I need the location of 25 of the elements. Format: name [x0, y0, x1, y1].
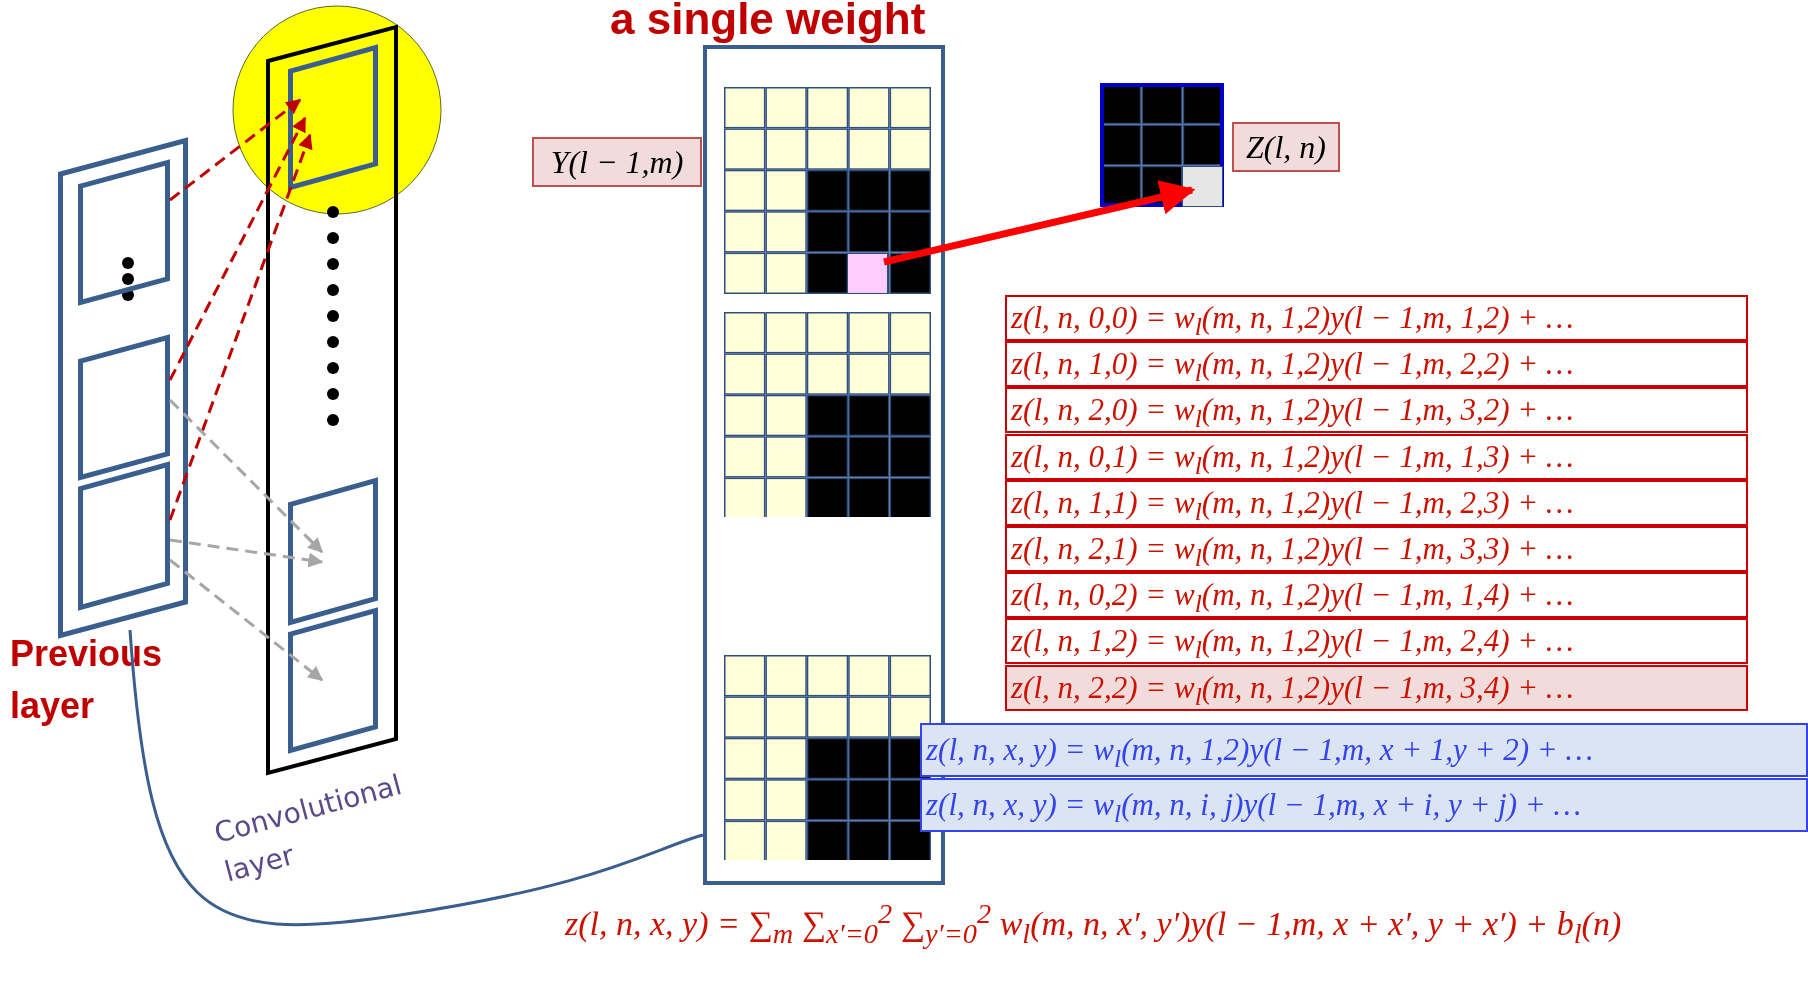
formula: z(l, n, x, y) = ∑$_{m}$ ∑$_{x′=0}$$^{2}$ ∑$_{y′=0}$$^{2}$ w$_{l}$(m, n, x′, y′)y(l − 1,m, x + x′, y + x′) + b$_{l}$(n)	[565, 898, 1622, 951]
equation-box: z(l, n, x, y) = w$_{l}$(m, n, 1,2)y(l − 1,m, x + 1,y + 2) + …	[920, 723, 1808, 777]
arrow	[168, 116, 307, 381]
equation-box: z(l, n, 2,0) = w$_{l}$(m, n, 1,2)y(l − 1,m, 3,2) + …	[1005, 387, 1748, 434]
equation-box: z(l, n, 2,1) = w$_{l}$(m, n, 1,2)y(l − 1,m, 3,3) + …	[1005, 526, 1748, 572]
value-label: Y(l − 1,m)	[532, 137, 702, 187]
arrow	[883, 180, 1196, 266]
equation-box: z(l, n, 0,1) = w$_{l}$(m, n, 1,2)y(l − 1,m, 1,3) + …	[1005, 433, 1748, 480]
arrow	[169, 98, 302, 202]
arrow	[168, 398, 324, 554]
arrow	[168, 133, 313, 521]
equation-box: z(l, n, x, y) = w$_{l}$(m, n, i, j)y(l − 1,m, x + i, y + j) + …	[920, 778, 1808, 832]
arrow	[169, 538, 324, 568]
slide-title: a single weight	[610, 0, 926, 44]
arrow	[169, 558, 324, 682]
equation-box: z(l, n, 0,0) = w$_{l}$(m, n, 1,2)y(l − 1,m, 1,2) + …	[1005, 295, 1748, 341]
equation-box: z(l, n, 1,1) = w$_{l}$(m, n, 1,2)y(l − 1,m, 2,3) + …	[1005, 479, 1748, 526]
equation-box: z(l, n, 1,0) = w$_{l}$(m, n, 1,2)y(l − 1,m, 2,2) + …	[1005, 341, 1748, 388]
equation-box: z(l, n, 1,2) = w$_{l}$(m, n, 1,2)y(l − 1,m, 2,4) + …	[1005, 618, 1748, 665]
highlighted-cell	[847, 253, 888, 294]
connector-line	[128, 629, 704, 926]
equation-box: z(l, n, 2,2) = w$_{l}$(m, n, 1,2)y(l − 1,m, 3,4) + …	[1005, 664, 1748, 711]
value-label: Z(l, n)	[1232, 122, 1340, 172]
highlighted-cell	[1182, 166, 1223, 207]
equation-box: z(l, n, 0,2) = w$_{l}$(m, n, 1,2)y(l − 1,m, 1,4) + …	[1005, 572, 1748, 619]
